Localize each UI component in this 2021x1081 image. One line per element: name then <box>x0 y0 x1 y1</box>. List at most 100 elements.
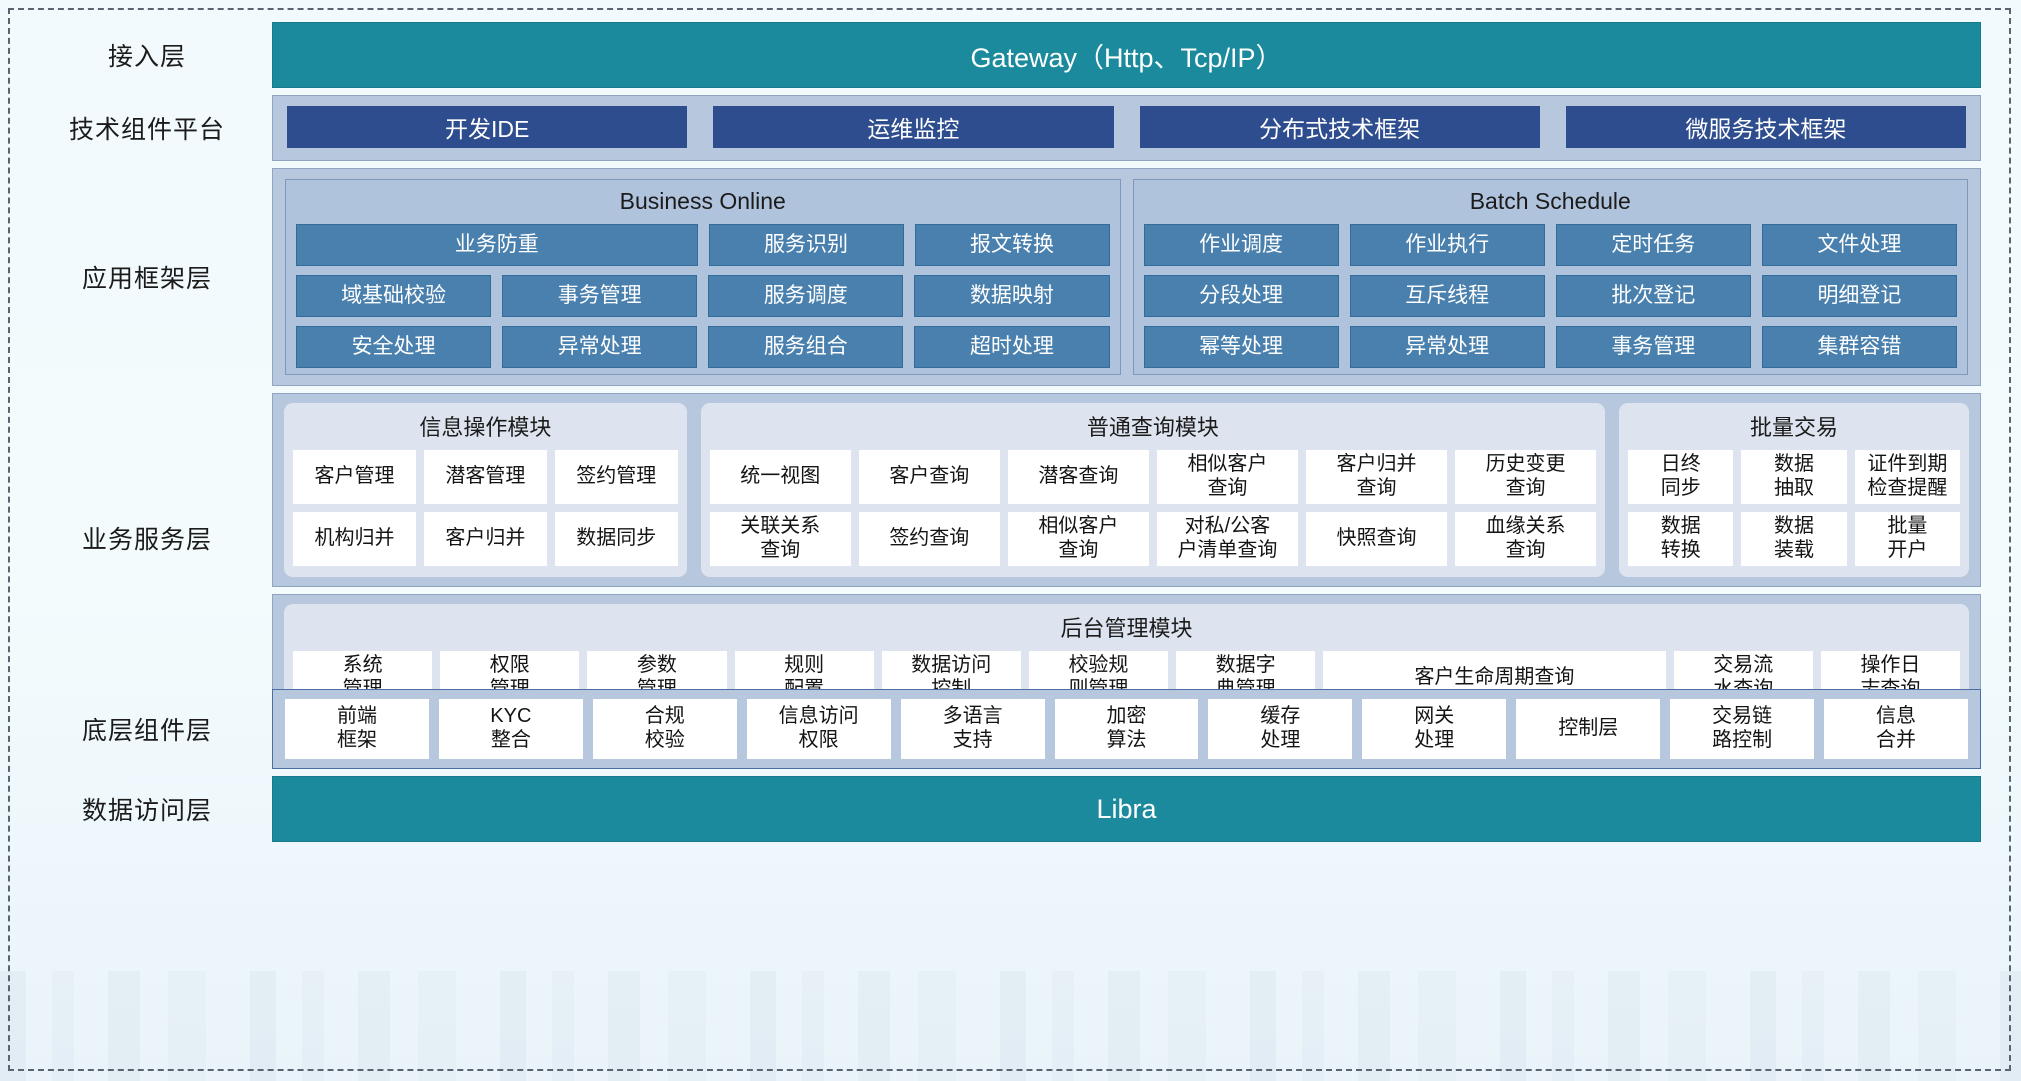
service-chip[interactable]: 机构归并 <box>293 512 416 566</box>
framework-chip[interactable]: 分段处理 <box>1143 275 1339 317</box>
bottom-component-chip[interactable]: 信息合并 <box>1824 699 1968 759</box>
service-chip[interactable]: 签约查询 <box>858 512 1000 566</box>
bottom-component-chip[interactable]: 网关处理 <box>1362 699 1507 759</box>
framework-chip[interactable]: 业务防重 <box>296 224 698 266</box>
layer-label-access: 接入层 <box>107 43 186 71</box>
framework-chip[interactable]: 服务组合 <box>708 326 904 368</box>
framework-chip[interactable]: 文件处理 <box>1761 224 1957 266</box>
framework-chip[interactable]: 事务管理 <box>502 275 698 317</box>
service-chip[interactable]: 数据装载 <box>1741 512 1847 566</box>
service-chip[interactable]: 统一视图 <box>709 450 851 504</box>
service-chip[interactable]: 数据同步 <box>554 512 678 566</box>
group-row: 作业调度作业执行定时任务文件处理 <box>1143 224 1957 266</box>
framework-chip[interactable]: 作业调度 <box>1143 224 1339 266</box>
framework-chip[interactable]: 异常处理 <box>502 326 698 368</box>
service-chip[interactable]: 客户归并查询 <box>1305 450 1448 504</box>
service-chip[interactable]: 潜客查询 <box>1007 450 1149 504</box>
tech-platform-chip[interactable]: 分布式技术框架 <box>1139 106 1540 148</box>
service-chip[interactable]: 相似客户查询 <box>1156 450 1298 504</box>
module-rows: 统一视图客户查询潜客查询相似客户查询客户归并查询历史变更查询关联关系查询签约查询… <box>709 450 1597 566</box>
group-row: 域基础校验事务管理服务调度数据映射 <box>296 275 1110 317</box>
group-rows: 业务防重服务识别报文转换域基础校验事务管理服务调度数据映射安全处理异常处理服务组… <box>296 224 1110 368</box>
service-chip[interactable]: 关联关系查询 <box>709 512 851 566</box>
group-rows: 作业调度作业执行定时任务文件处理分段处理互斥线程批次登记明细登记幂等处理异常处理… <box>1143 224 1957 368</box>
libra-bar[interactable]: Libra <box>272 776 1981 842</box>
business-service-wrapper: 信息操作模块客户管理潜客管理签约管理机构归并客户归并数据同步普通查询模块统一视图… <box>272 393 1981 726</box>
module-row: 数据转换数据装载批量开户 <box>1628 512 1961 566</box>
bottom-component-chip[interactable]: 加密算法 <box>1054 699 1199 759</box>
service-module: 信息操作模块客户管理潜客管理签约管理机构归并客户归并数据同步 <box>284 403 687 577</box>
service-chip[interactable]: 潜客管理 <box>423 450 547 504</box>
service-chip[interactable]: 对私/公客户清单查询 <box>1156 512 1298 566</box>
layer-label-tech-platform: 技术组件平台 <box>68 116 225 144</box>
service-chip[interactable]: 批量开户 <box>1854 512 1961 566</box>
service-chip[interactable]: 证件到期检查提醒 <box>1854 450 1961 504</box>
framework-chip[interactable]: 事务管理 <box>1555 326 1751 368</box>
service-chip[interactable]: 相似客户查询 <box>1007 512 1149 566</box>
tech-platform-chip[interactable]: 开发IDE <box>287 106 688 148</box>
bottom-component-chip[interactable]: 多语言支持 <box>900 699 1045 759</box>
layer-label-business-service: 业务服务层 <box>81 525 212 554</box>
group-title: Batch Schedule <box>1469 188 1631 214</box>
module-rows: 客户管理潜客管理签约管理机构归并客户归并数据同步 <box>293 450 678 566</box>
framework-chip[interactable]: 域基础校验 <box>296 275 492 317</box>
framework-chip[interactable]: 报文转换 <box>914 224 1110 266</box>
framework-chip[interactable]: 定时任务 <box>1555 224 1751 266</box>
bottom-component-chip[interactable]: 信息访问权限 <box>746 699 891 759</box>
framework-chip[interactable]: 超时处理 <box>914 326 1110 368</box>
module-title: 后台管理模块 <box>1060 616 1193 641</box>
group-row: 业务防重服务识别报文转换 <box>296 224 1110 266</box>
service-chip[interactable]: 历史变更查询 <box>1455 450 1597 504</box>
module-title: 普通查询模块 <box>1086 415 1219 440</box>
module-row: 客户管理潜客管理签约管理 <box>293 450 678 504</box>
business-service-modules-panel: 信息操作模块客户管理潜客管理签约管理机构归并客户归并数据同步普通查询模块统一视图… <box>272 393 1981 587</box>
tech-platform-chip[interactable]: 运维监控 <box>713 106 1114 148</box>
framework-chip[interactable]: 异常处理 <box>1349 326 1545 368</box>
module-row: 关联关系查询签约查询相似客户查询对私/公客户清单查询快照查询血缘关系查询 <box>709 512 1597 566</box>
framework-chip[interactable]: 明细登记 <box>1761 275 1957 317</box>
layer-body-data-access: Libra <box>272 776 1981 842</box>
bottom-component-chip[interactable]: 合规校验 <box>592 699 737 759</box>
framework-chip[interactable]: 互斥线程 <box>1349 275 1545 317</box>
service-module: 批量交易日终同步数据抽取证件到期检查提醒数据转换数据装载批量开户 <box>1619 403 1969 577</box>
framework-chip[interactable]: 数据映射 <box>914 275 1110 317</box>
bottom-component-chip[interactable]: 缓存处理 <box>1208 699 1353 759</box>
gateway-bar[interactable]: Gateway（Http、Tcp/IP） <box>272 22 1981 88</box>
layer-label-bottom-components: 底层组件层 <box>81 717 212 745</box>
layer-body-business-service: 信息操作模块客户管理潜客管理签约管理机构归并客户归并数据同步普通查询模块统一视图… <box>272 393 1981 726</box>
service-chip[interactable]: 客户查询 <box>858 450 1000 504</box>
service-module: 普通查询模块统一视图客户查询潜客查询相似客户查询客户归并查询历史变更查询关联关系… <box>700 403 1606 577</box>
group-title: Business Online <box>619 188 786 214</box>
framework-chip[interactable]: 作业执行 <box>1349 224 1545 266</box>
service-chip[interactable]: 客户管理 <box>293 450 416 504</box>
group-row: 安全处理异常处理服务组合超时处理 <box>296 326 1110 368</box>
module-title: 信息操作模块 <box>419 415 552 440</box>
service-chip[interactable]: 快照查询 <box>1305 512 1448 566</box>
layer-label-data-access: 数据访问层 <box>81 797 212 825</box>
service-chip[interactable]: 数据抽取 <box>1741 450 1847 504</box>
service-chip[interactable]: 数据转换 <box>1628 512 1734 566</box>
service-chip[interactable]: 血缘关系查询 <box>1455 512 1597 566</box>
module-row: 日终同步数据抽取证件到期检查提醒 <box>1628 450 1961 504</box>
bottom-component-chip[interactable]: 控制层 <box>1516 699 1661 759</box>
framework-chip[interactable]: 幂等处理 <box>1143 326 1339 368</box>
bottom-component-chip[interactable]: 前端框架 <box>285 699 429 759</box>
framework-chip[interactable]: 批次登记 <box>1555 275 1751 317</box>
bottom-component-chip[interactable]: 交易链路控制 <box>1670 699 1815 759</box>
framework-chip[interactable]: 服务调度 <box>708 275 904 317</box>
service-chip[interactable]: 客户归并 <box>423 512 547 566</box>
tech-platform-chip[interactable]: 微服务技术框架 <box>1565 106 1966 148</box>
service-chip[interactable]: 日终同步 <box>1628 450 1734 504</box>
framework-chip[interactable]: 集群容错 <box>1761 326 1957 368</box>
framework-chip[interactable]: 安全处理 <box>296 326 492 368</box>
framework-chip[interactable]: 服务识别 <box>708 224 904 266</box>
service-chip[interactable]: 签约管理 <box>554 450 678 504</box>
